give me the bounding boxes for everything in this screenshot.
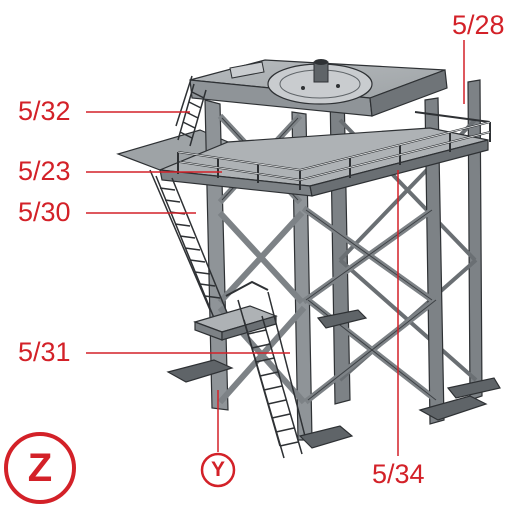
reference-badge-letter: Y	[210, 458, 225, 481]
lower-stair	[237, 291, 307, 459]
view-badge-ring	[4, 432, 76, 504]
reference-badge-ring	[200, 452, 236, 488]
turntable-disc	[267, 59, 373, 105]
leader-lines	[86, 40, 465, 456]
tower-feet	[166, 309, 501, 449]
callout-5-23: 5/23	[18, 156, 71, 186]
lower-landing	[193, 280, 278, 341]
upper-stair	[175, 75, 207, 147]
view-badge-letter: Z	[27, 446, 53, 490]
walkway-railing-light	[177, 121, 491, 181]
callout-5-30: 5/30	[18, 197, 71, 227]
long-stair	[149, 169, 231, 321]
callout-5-31: 5/31	[18, 337, 71, 367]
callout-5-34: 5/34	[372, 459, 425, 489]
callout-5-32: 5/32	[18, 96, 71, 126]
callout-5-28: 5/28	[452, 10, 505, 40]
